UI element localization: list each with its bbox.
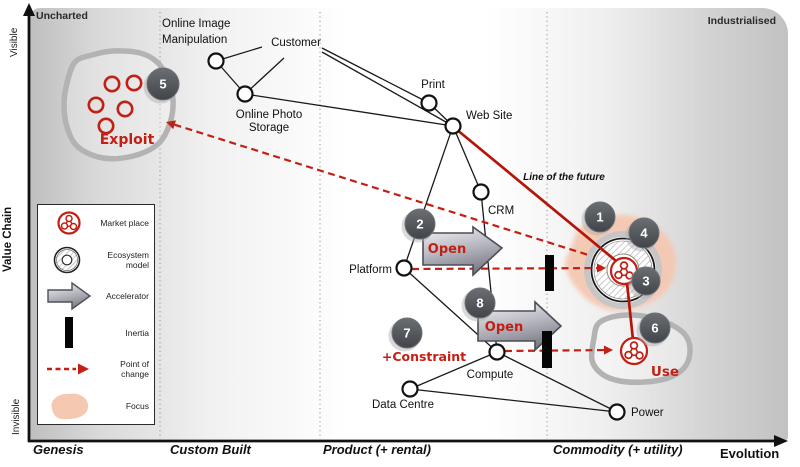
badge-4: 4 (625, 217, 660, 252)
inertia-bar-1 (545, 255, 554, 291)
edge-line (409, 388, 618, 413)
marketplace-use (619, 336, 649, 366)
node-website (444, 117, 462, 135)
constraint-label: +Constraint (382, 349, 466, 364)
node-label-website: Web Site (466, 110, 512, 122)
badge-3: 3 (628, 266, 661, 299)
edge-line (321, 47, 430, 104)
node-label-power: Power (631, 407, 664, 419)
edge-line (403, 125, 454, 269)
y-axis-arrow-icon (23, 3, 35, 16)
inertia-bar-2 (542, 331, 552, 368)
node-label-platform: Platform (349, 264, 392, 276)
legend-item-accelerator: Accelerator (38, 278, 154, 315)
legend-item-inertia: Inertia (38, 315, 154, 352)
label-industrialised: Industrialised (707, 15, 776, 27)
stage-custom-built: Custom Built (170, 442, 251, 457)
node-label-crm: CRM (488, 205, 514, 217)
marketplace-link-line (625, 282, 635, 341)
svg-text:8: 8 (476, 296, 483, 311)
line-of-the-future (455, 127, 622, 267)
node-oim (207, 52, 225, 70)
legend-label: Inertia (125, 327, 149, 338)
svg-text:2: 2 (416, 217, 423, 232)
exploit-option-circle (87, 96, 105, 114)
node-crm (472, 183, 490, 201)
badge-7: 7 (388, 317, 423, 352)
svg-text:6: 6 (651, 321, 658, 336)
inertia-icon (45, 316, 93, 349)
point-of-change-arrow-marketplace (411, 263, 606, 273)
legend-label: Market place (100, 218, 149, 229)
legend-label: Point of change (120, 359, 149, 380)
exploit-option-circle (103, 75, 121, 93)
svg-text:7: 7 (403, 326, 410, 341)
label-uncharted: Uncharted (36, 10, 88, 22)
edge-line (244, 93, 454, 127)
exploit-option-circle (125, 74, 143, 92)
stage-commodity: Commodity (+ utility) (553, 442, 683, 457)
y-axis-visible-label: Visible (9, 27, 20, 57)
marketplace-icon (45, 209, 93, 237)
node-label-print: Print (421, 79, 445, 91)
point-of-change-icon (45, 362, 92, 376)
badge-5: 5 (143, 67, 180, 104)
legend-label: Accelerator (106, 291, 149, 302)
node-print (420, 94, 438, 112)
svg-text:1: 1 (596, 210, 603, 225)
node-ops (236, 85, 254, 103)
accelerator-label: Open (485, 320, 523, 335)
accelerator-label: Open (428, 242, 466, 257)
legend-item-marketplace: Market place (38, 205, 154, 242)
node-label-oim: Manipulation (162, 34, 227, 46)
node-datacentre (401, 380, 419, 398)
legend-box: Market place Ecosystem model (37, 204, 155, 425)
svg-text:5: 5 (159, 77, 166, 92)
svg-text:4: 4 (640, 226, 648, 241)
svg-text:3: 3 (642, 274, 649, 289)
line-of-future-label: Line of the future (523, 172, 605, 183)
node-label-customer: Customer (271, 37, 321, 49)
node-label-compute: Compute (467, 369, 514, 381)
accelerator-arrow-1: Open (422, 225, 504, 277)
node-platform (395, 259, 413, 277)
exploit-label: Exploit (100, 132, 155, 148)
node-label-ops: Storage (249, 122, 289, 134)
point-of-change-arrow-use (504, 345, 613, 355)
badge-1: 1 (581, 201, 616, 236)
edge-line (244, 57, 285, 95)
edge-line (452, 125, 482, 193)
legend-label: Ecosystem model (107, 249, 149, 270)
exploit-option-circle (116, 100, 134, 118)
badge-8: 8 (461, 287, 496, 322)
node-label-ops: Online Photo (236, 109, 303, 121)
legend-item-focus: Focus (38, 388, 154, 425)
edge-line (321, 51, 454, 127)
y-axis-invisible-label: Invisible (11, 398, 22, 435)
stage-product: Product (+ rental) (323, 442, 431, 457)
badge-2: 2 (401, 208, 436, 243)
stage-genesis: Genesis (33, 442, 84, 457)
legend-item-ecosystem: Ecosystem model (38, 242, 154, 279)
use-label: Use (651, 364, 679, 380)
exploit-option-circle (97, 117, 115, 135)
accelerator-icon (45, 280, 93, 312)
node-label-datacentre: Data Centre (372, 399, 434, 411)
ecosystem-icon (45, 245, 88, 275)
legend-item-point-of-change: Point of change (38, 351, 154, 388)
badge-6: 6 (636, 312, 671, 347)
node-power (608, 403, 626, 421)
x-axis-title: Evolution (720, 446, 780, 461)
node-compute (488, 343, 506, 361)
point-of-change-arrow-exploit (166, 120, 599, 260)
node-label-oim: Online Image (162, 18, 230, 30)
focus-icon (45, 389, 93, 423)
edge-line (496, 351, 618, 413)
x-axis-arrow-icon (774, 435, 788, 447)
legend-label: Focus (125, 400, 149, 411)
y-axis-title: Value Chain (2, 206, 14, 272)
edge-line (409, 351, 498, 390)
